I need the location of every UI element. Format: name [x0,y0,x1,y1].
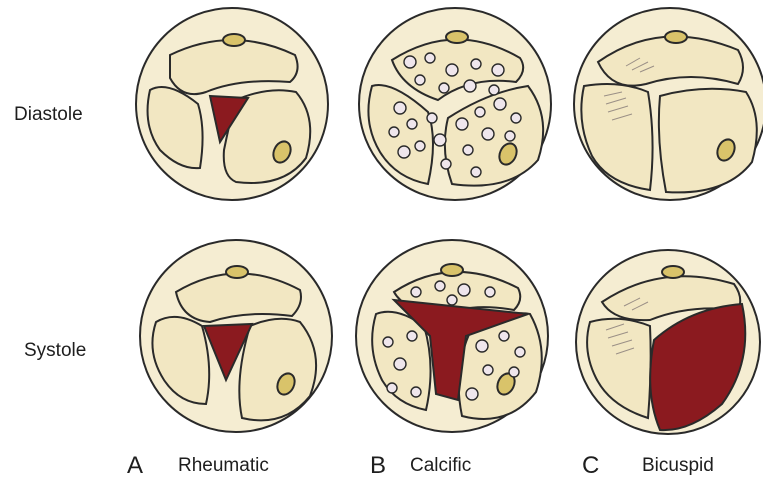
column-letter-b: B [370,452,386,480]
row-label-systole: Systole [24,340,86,362]
column-letter-a: A [127,452,143,480]
valve-calcific-systole [356,240,548,432]
valve-calcific-diastole [359,8,551,200]
column-name-calcific: Calcific [410,455,471,477]
valve-bicuspid-diastole [574,8,763,200]
valve-bicuspid-systole [576,250,760,434]
row-label-diastole: Diastole [14,104,83,126]
column-name-bicuspid: Bicuspid [642,455,714,477]
column-letter-c: C [582,452,599,480]
valve-rheumatic-diastole [136,8,328,200]
valve-rheumatic-systole [140,240,332,432]
column-name-rheumatic: Rheumatic [178,455,269,477]
